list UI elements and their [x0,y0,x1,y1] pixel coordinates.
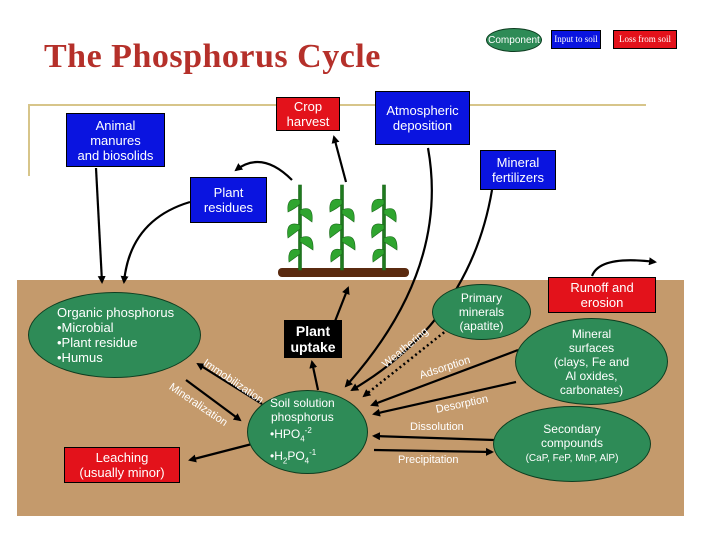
legend-loss: Loss from soil [613,30,677,49]
label-dissolution: Dissolution [410,421,464,433]
component-primary-minerals: Primary minerals (apatite) [432,284,531,340]
loss-leaching: Leaching (usually minor) [64,447,180,483]
arrow-desorption [372,380,517,417]
arrow-mineralization [185,379,242,422]
arrow-precipitation [373,447,494,456]
plant-tray [278,268,409,277]
component-organic-phosphorus: Organic phosphorus •Microbial •Plant res… [28,292,201,378]
secondary-detail: (CaP, FeP, MnP, AlP) [525,453,619,464]
input-plant-residues: Plant residues [190,177,267,223]
plants-icon [287,184,398,271]
arrow-plants-to-harvest [331,135,348,183]
arrow-manures-to-organic [94,167,106,284]
h2po4-label: •H2PO4-1 [270,448,317,466]
arrow-adsorption [370,348,519,407]
title-rule-vertical [28,104,30,176]
hpo4-label: •HPO4-2 [270,425,312,443]
input-animal-manures: Animal manures and biosolids [66,113,165,167]
secondary-title: Secondary compounds [540,422,604,450]
arrow-dissolution [372,432,495,442]
component-secondary-compounds: Secondary compounds (CaP, FeP, MnP, AlP) [493,406,651,482]
arrow-immobilization [196,362,263,405]
label-precipitation: Precipitation [398,454,459,466]
arrow-solution-to-uptake [309,360,320,391]
input-atmospheric-deposition: Atmospheric deposition [375,91,470,145]
arrow-atmospheric-to-solution [344,147,433,388]
arrow-to-leaching [188,442,253,463]
legend-input: Input to soil [551,30,601,49]
arrow-runoff [590,257,657,277]
component-mineral-surfaces: Mineral surfaces (clays, Fe and Al oxide… [515,318,668,405]
component-soil-solution: Soil solution phosphorus •HPO4-2 •H2PO4-… [247,390,368,474]
page-title: The Phosphorus Cycle [44,38,381,75]
legend-component: Component [486,28,542,52]
arrow-weathering [362,325,453,398]
loss-crop-harvest: Crop harvest [276,97,340,131]
loss-runoff-erosion: Runoff and erosion [548,277,656,313]
soil-solution-title: Soil solution phosphorus [270,395,335,424]
arrow-residues-to-organic [120,200,191,284]
input-mineral-fertilizers: Mineral fertilizers [480,150,556,190]
arrow-plants-to-residues [234,160,293,181]
plant-uptake-label: Plant uptake [284,320,342,358]
